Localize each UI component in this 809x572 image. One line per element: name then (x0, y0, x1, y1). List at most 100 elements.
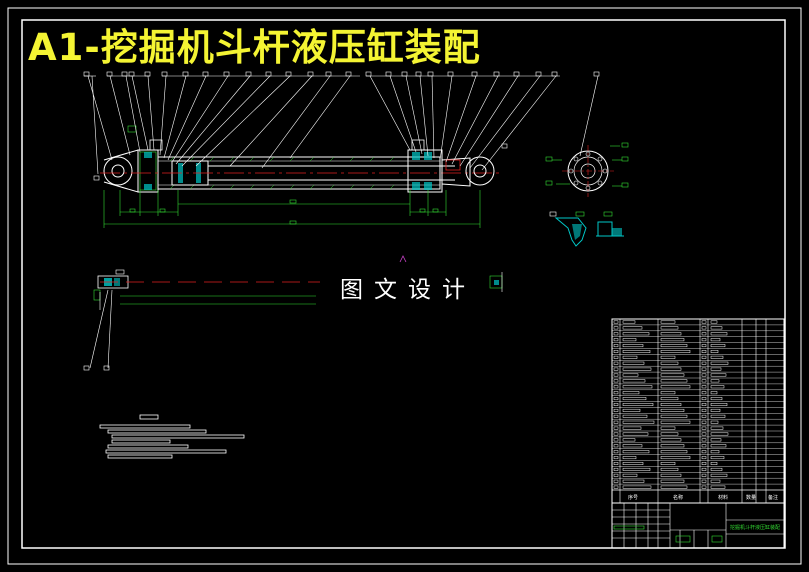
parts-cell-mark (710, 338, 721, 342)
parts-cell-mark (660, 408, 685, 412)
parts-cell-mark (660, 344, 688, 348)
parts-cell-mark (622, 385, 653, 389)
col-header-seq: 序号 (628, 495, 639, 501)
parts-cell-mark (710, 444, 727, 448)
parts-cell-mark (622, 338, 637, 342)
parts-cell-mark (660, 355, 676, 359)
parts-cell-mark (710, 397, 723, 401)
parts-cell-mark (613, 403, 619, 406)
parts-cell-mark (710, 344, 726, 348)
parts-cell-mark (613, 326, 619, 330)
parts-cell-mark (701, 408, 707, 412)
parts-cell-mark (660, 397, 679, 401)
parts-cell-mark (622, 391, 640, 395)
parts-list-rows (612, 318, 784, 489)
parts-cell-mark (701, 332, 707, 336)
parts-cell-mark (613, 438, 619, 442)
parts-cell-mark (660, 367, 682, 371)
parts-cell-mark (613, 391, 619, 395)
parts-cell-mark (701, 338, 707, 342)
parts-cell-mark (660, 420, 691, 424)
parts-cell-mark (622, 473, 638, 477)
parts-cell-mark (701, 473, 707, 477)
parts-cell-mark (613, 420, 619, 424)
parts-cell-mark (701, 361, 707, 365)
partial-section-view (83, 255, 503, 371)
parts-cell-mark (622, 444, 643, 448)
parts-cell-mark (613, 338, 619, 342)
parts-cell-mark (710, 479, 721, 483)
parts-cell-mark (622, 450, 650, 454)
parts-cell-mark (622, 361, 645, 365)
parts-cell-mark (710, 379, 720, 383)
parts-cell-mark (622, 379, 646, 383)
parts-cell-mark (710, 355, 724, 359)
parts-cell-mark (622, 397, 647, 401)
parts-cell-mark (660, 485, 688, 489)
parts-cell-mark (710, 485, 726, 489)
parts-cell-mark (660, 332, 682, 336)
parts-cell-mark (622, 408, 641, 412)
parts-cell-mark (701, 444, 707, 448)
parts-cell-mark (660, 450, 688, 454)
parts-cell-mark (613, 426, 619, 430)
col-header-remark: 备注 (768, 495, 779, 501)
parts-cell-mark (710, 426, 724, 430)
parts-cell-mark (701, 391, 707, 395)
parts-cell-mark (613, 473, 619, 477)
parts-cell-mark (622, 350, 651, 353)
parts-cell-mark (660, 467, 679, 471)
parts-cell-mark (710, 414, 726, 418)
parts-cell-mark (701, 462, 707, 465)
parts-cell-mark (622, 355, 638, 359)
parts-cell-mark (701, 373, 707, 377)
parts-cell-mark (622, 462, 644, 465)
parts-cell-mark (710, 391, 718, 395)
parts-cell-mark (622, 414, 648, 418)
parts-cell-mark (710, 332, 728, 336)
seal-detail-views (549, 211, 624, 247)
parts-cell-mark (701, 385, 707, 389)
drawing-title: A1-挖掘机斗杆液压缸装配 (28, 26, 481, 69)
parts-cell-mark (710, 432, 729, 436)
parts-cell-mark (701, 420, 707, 424)
parts-cell-mark (622, 320, 636, 324)
parts-cell-mark (701, 467, 707, 471)
parts-cell-mark (710, 462, 718, 465)
inner-border (21, 19, 786, 549)
cylinder-main-view (100, 125, 500, 193)
parts-cell-mark (622, 456, 637, 460)
parts-cell-mark (613, 367, 619, 371)
parts-cell-mark (660, 326, 679, 330)
parts-cell-mark (701, 414, 707, 418)
parts-cell-mark (660, 426, 676, 430)
parts-cell-mark (701, 432, 707, 436)
parts-cell-mark (701, 344, 707, 348)
parts-cell-mark (660, 479, 685, 483)
col-header-qty: 数量 (746, 495, 757, 501)
parts-cell-mark (660, 432, 679, 436)
parts-cell-mark (622, 373, 639, 377)
parts-cell-mark (613, 432, 619, 436)
main-dimensions (103, 190, 481, 228)
parts-cell-mark (613, 350, 619, 353)
parts-cell-mark (710, 473, 728, 477)
parts-cell-mark (622, 485, 652, 489)
parts-cell-mark (622, 344, 644, 348)
parts-cell-mark (701, 479, 707, 483)
parts-cell-mark (710, 367, 722, 371)
parts-cell-mark (613, 414, 619, 418)
parts-cell-mark (701, 485, 707, 489)
title-block-drawing-name: 挖掘机斗杆液压缸装配 (730, 525, 781, 531)
parts-cell-mark (613, 444, 619, 448)
parts-cell-mark (701, 438, 707, 442)
parts-cell-mark (701, 350, 707, 353)
parts-cell-mark (710, 403, 728, 406)
part-balloons (83, 71, 560, 181)
parts-cell-mark (701, 450, 707, 454)
parts-cell-mark (613, 450, 619, 454)
parts-cell-mark (710, 467, 723, 471)
part-leaders (87, 75, 557, 175)
parts-cell-mark (622, 432, 649, 436)
parts-cell-mark (613, 385, 619, 389)
